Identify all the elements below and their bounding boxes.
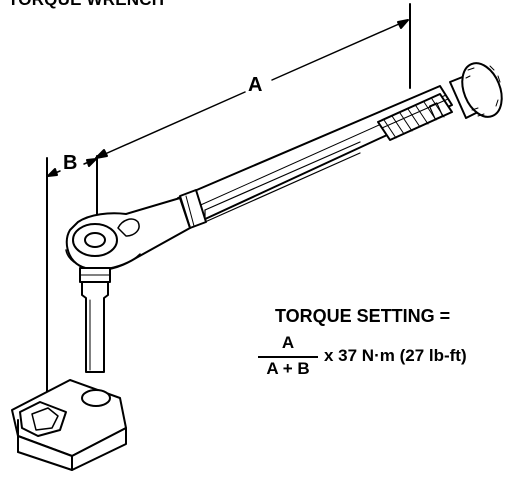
dimension-b-label: B — [63, 152, 78, 174]
fraction-bar — [258, 356, 318, 358]
formula-multiplier: x 37 N·m (27 lb-ft) — [324, 346, 467, 365]
formula-denominator: A + B — [266, 359, 310, 378]
extension-shaft — [79, 267, 111, 373]
adjustment-knob — [449, 62, 503, 119]
wrench-handle — [177, 85, 453, 229]
dimension-a — [95, 3, 411, 159]
crowfoot-adapter — [11, 379, 127, 471]
ratchet-head — [65, 197, 191, 271]
formula-numerator: A — [281, 333, 295, 352]
dimension-a-label: A — [248, 74, 263, 96]
diagram-title: TORQUE WRENCH — [8, 0, 164, 10]
formula-heading: TORQUE SETTING = — [275, 306, 451, 326]
